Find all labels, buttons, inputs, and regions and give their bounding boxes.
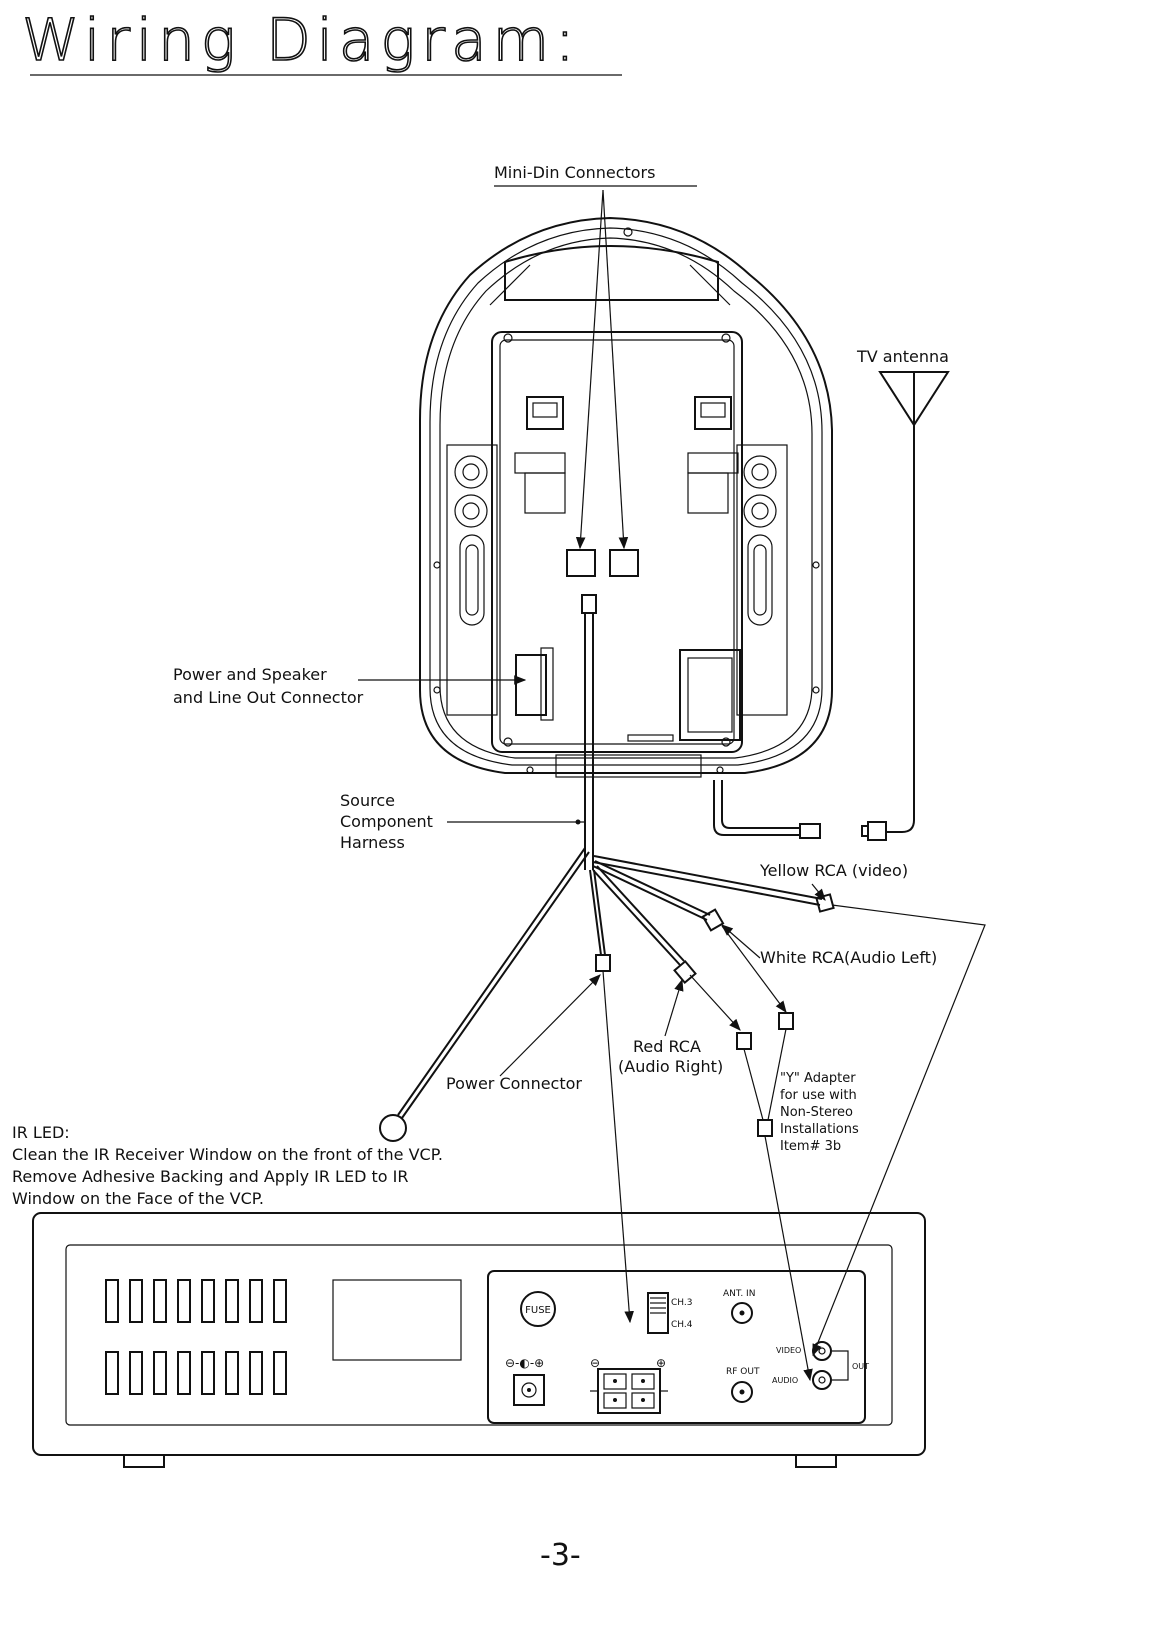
harness-plug — [581, 594, 597, 614]
dc-polarity: ⊖-◐-⊕ — [505, 1356, 544, 1370]
audio-label: AUDIO — [772, 1376, 798, 1385]
label-ir-led-2: Clean the IR Receiver Window on the fron… — [12, 1145, 443, 1164]
fuse-label: FUSE — [525, 1305, 551, 1316]
vcp-unit: FUSE CH.3 CH.4 ANT. IN RF OUT VIDEO AUDI… — [32, 1212, 926, 1468]
headrest-monitor — [419, 216, 833, 778]
mini-din-socket-left — [566, 549, 596, 577]
ir-led — [379, 1114, 407, 1142]
label-harness-2: Component — [340, 812, 433, 831]
label-red-rca-1: Red RCA — [633, 1037, 701, 1056]
label-tv-antenna: TV antenna — [856, 347, 949, 366]
label-red-rca-2: (Audio Right) — [618, 1057, 723, 1076]
label-mini-din-connectors: Mini-Din Connectors — [494, 163, 655, 182]
dc-power-jack — [513, 1374, 545, 1406]
channel-switch — [647, 1292, 669, 1334]
label-y-adapter-1: "Y" Adapter — [780, 1071, 856, 1086]
source-component-harness — [584, 613, 594, 870]
mini-din-arrow-left — [575, 189, 604, 550]
label-harness-3: Harness — [340, 833, 405, 852]
ch3-label: CH.3 — [671, 1298, 692, 1308]
socket-minus: ⊖ — [590, 1356, 600, 1370]
label-power-speaker-1: Power and Speaker — [173, 665, 327, 684]
power-speaker-connector — [515, 654, 547, 716]
label-harness-1: Source — [340, 791, 395, 810]
page-number: -3- — [540, 1538, 581, 1573]
label-y-adapter-3: Non-Stereo — [780, 1105, 853, 1120]
rf-out-jack — [731, 1381, 753, 1403]
ant-in-jack — [731, 1302, 753, 1324]
rf-out-label: RF OUT — [726, 1367, 760, 1377]
antenna-plug — [867, 821, 887, 841]
ch4-label: CH.4 — [671, 1320, 693, 1330]
page-title: Wiring Diagram: — [22, 6, 581, 74]
power-connector-wire — [602, 970, 634, 1324]
label-y-adapter-5: Item# 3b — [780, 1139, 841, 1154]
ant-in-label: ANT. IN — [723, 1289, 755, 1299]
out-label: OUT — [852, 1362, 869, 1371]
label-plate — [332, 1279, 462, 1361]
label-yellow-rca: Yellow RCA (video) — [759, 861, 908, 880]
vent-grille — [105, 1279, 287, 1395]
label-ir-led-3: Remove Adhesive Backing and Apply IR LED… — [12, 1167, 408, 1186]
socket-plus: ⊕ — [656, 1356, 666, 1370]
label-y-adapter-2: for use with — [780, 1088, 857, 1103]
label-ir-led-4: Window on the Face of the VCP. — [12, 1189, 264, 1208]
label-white-rca: White RCA(Audio Left) — [760, 948, 937, 967]
label-y-adapter-4: Installations — [780, 1122, 859, 1137]
label-power-connector: Power Connector — [446, 1074, 582, 1093]
video-out-jack — [812, 1341, 832, 1361]
mini-din-arrow-right — [602, 189, 629, 550]
audio-out-jack — [812, 1370, 832, 1390]
power-socket — [597, 1368, 661, 1414]
harness-branches — [379, 847, 986, 1382]
label-ir-led-1: IR LED: — [12, 1123, 70, 1142]
antenna-cable — [885, 425, 915, 833]
monitor-antenna-cable — [713, 780, 800, 836]
video-label: VIDEO — [776, 1346, 801, 1355]
fuse-holder — [520, 1291, 556, 1327]
mini-din-socket-right — [609, 549, 639, 577]
label-power-speaker-2: and Line Out Connector — [173, 688, 364, 707]
